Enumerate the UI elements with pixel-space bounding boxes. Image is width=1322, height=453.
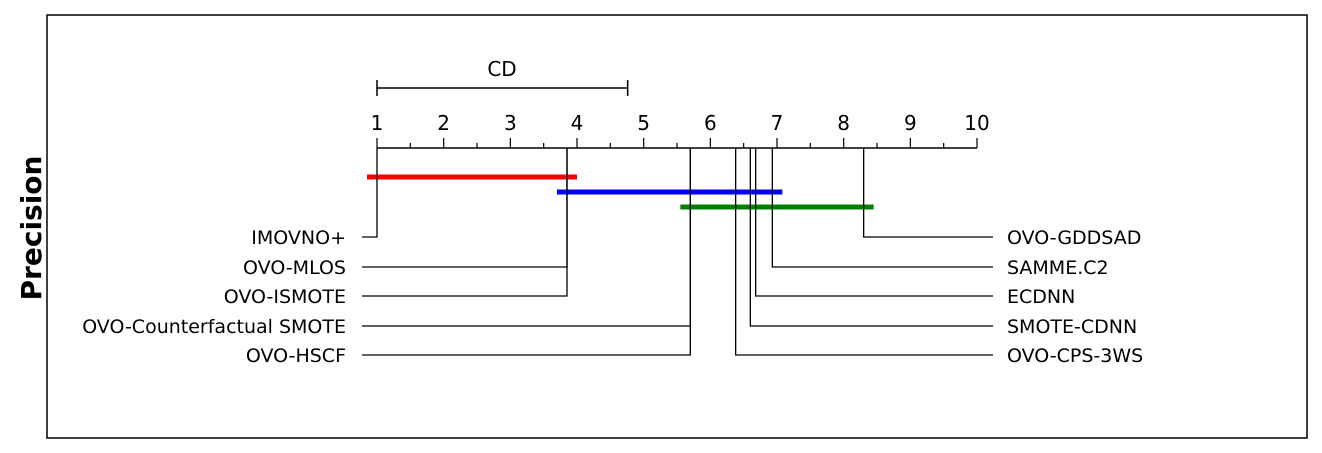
method-connector-left [362,148,378,238]
method-label-right: ECDNN [1007,286,1075,308]
cd-bar [376,80,629,96]
method-connector-right [755,148,993,297]
tick-label: 6 [704,111,717,135]
tick-label: 2 [437,111,450,135]
tick-label: 9 [904,111,917,135]
method-lines: IMOVNO+ OVO-MLOS OVO-ISMOTE OVO-Counterfact… [82,148,1143,367]
method-connector-left [362,148,691,356]
tick-label: 4 [571,111,584,135]
method-label-left: OVO-ISMOTE [224,286,346,308]
method-label-left: OVO-HSCF [246,345,346,367]
method-label-left: IMOVNO+ [251,227,346,249]
tick-label: 10 [964,111,989,135]
rank-axis: 1 2 3 4 5 6 7 8 9 10 [371,111,990,149]
method-connector-right [863,148,993,238]
plot-frame [46,14,1308,439]
method-label-right: OVO-GDDSAD [1007,227,1141,249]
method-label-right: SMOTE-CDNN [1007,316,1137,338]
clique-bars [367,174,874,210]
method-label-left: OVO-MLOS [243,257,346,279]
tick-label: 8 [837,111,850,135]
method-connector-right [749,148,993,327]
method-label-right: SAMME.C2 [1007,257,1109,279]
y-axis-label: Precision [15,156,48,301]
tick-label: 3 [504,111,517,135]
method-connector-left [362,148,568,268]
cd-label: CD [487,57,516,81]
tick-label: 5 [637,111,650,135]
method-connector-right [771,148,993,268]
method-label-left: OVO-Counterfactual SMOTE [82,316,346,338]
method-connector-right [735,148,993,356]
method-connector-left [362,148,568,297]
tick-label: 1 [371,111,384,135]
tick-label: 7 [771,111,784,135]
method-label-right: OVO-CPS-3WS [1007,345,1143,367]
